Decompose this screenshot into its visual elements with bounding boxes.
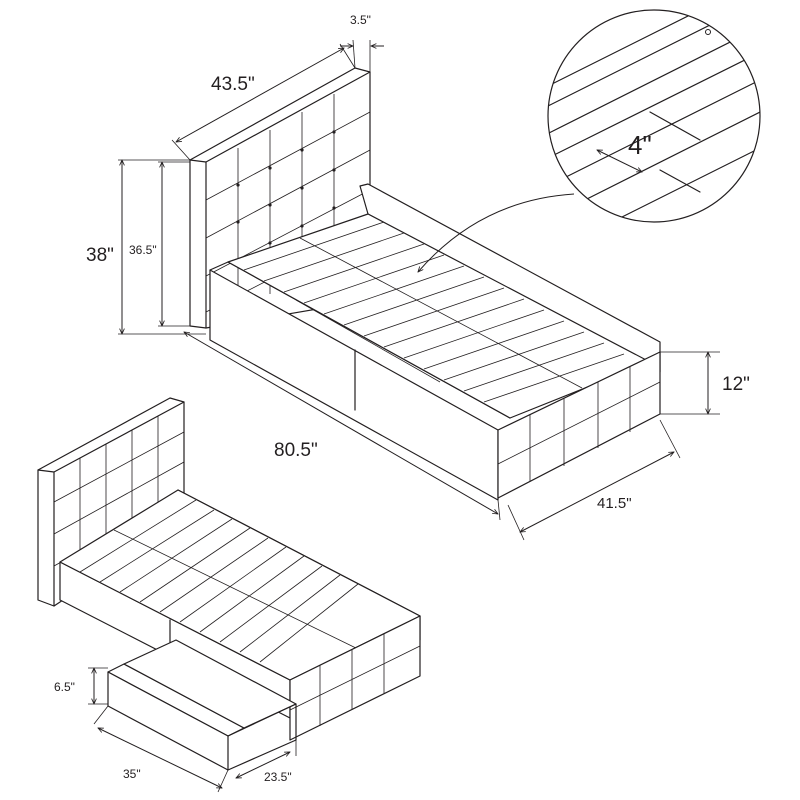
slat-spacing-label: 4" [628,130,652,160]
frame-height-label: 12" [722,374,750,395]
drawer-depth-label: 23.5" [264,770,292,784]
top-bed-drawing [189,67,661,501]
slat-detail-zoom [547,9,761,223]
bed-width-label: 41.5" [597,495,632,512]
total-height-label: 38" [86,245,114,266]
top-dimension-lines [118,39,720,541]
bed-length-label: 80.5" [274,440,318,461]
zoom-leader-arrow [418,193,575,272]
headboard-panel-height-label: 36.5" [129,243,157,257]
headboard-depth-label: 3.5" [350,13,371,27]
headboard-width-label: 43.5" [211,74,255,95]
bottom-dimension-lines [88,668,297,793]
drawer-length-label: 35" [123,767,141,781]
drawer-height-label: 6.5" [54,680,75,694]
